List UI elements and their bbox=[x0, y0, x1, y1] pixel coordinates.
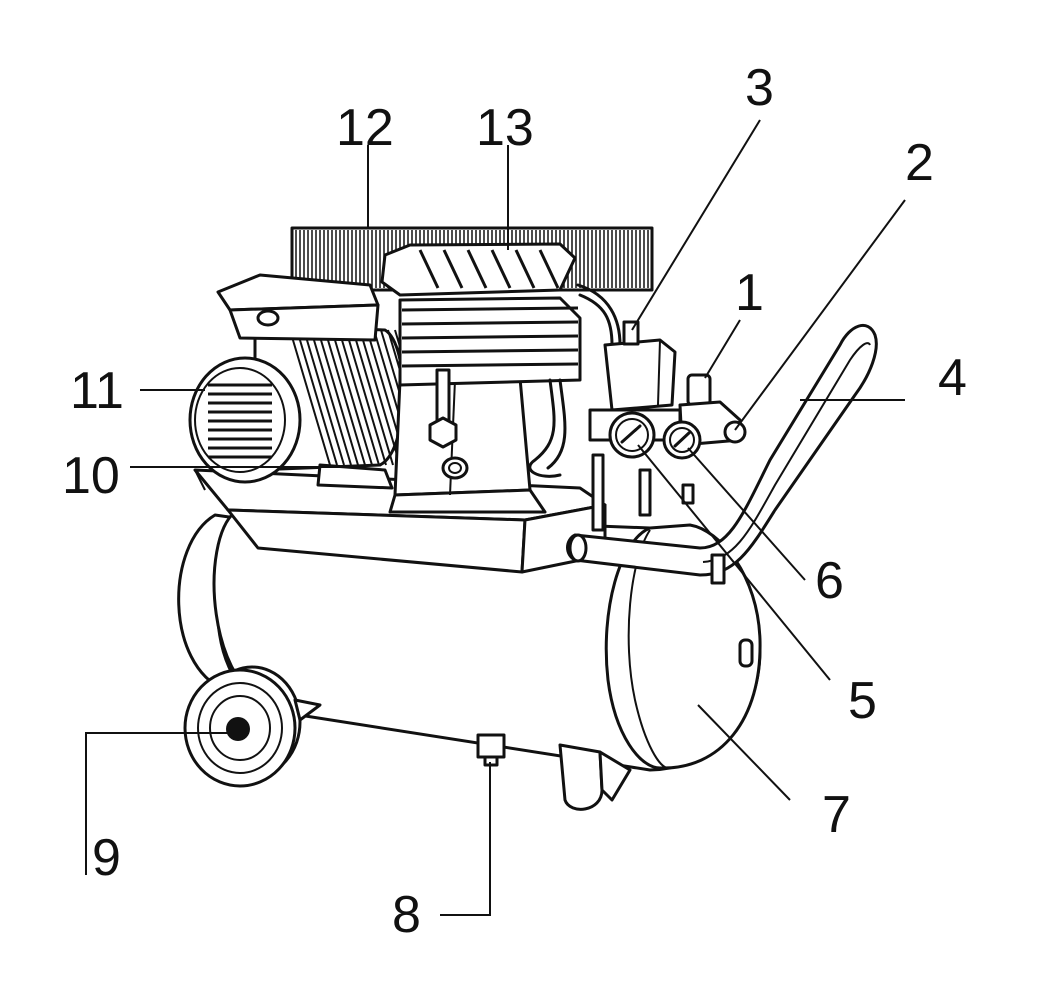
handle bbox=[566, 323, 878, 585]
air-tank bbox=[177, 510, 762, 811]
callout-5: 5 bbox=[848, 672, 877, 730]
pump-head bbox=[380, 242, 622, 514]
callout-3: 3 bbox=[745, 59, 774, 117]
gauges bbox=[591, 411, 702, 532]
wheel bbox=[183, 665, 322, 788]
callout-4: 4 bbox=[938, 349, 967, 407]
motor bbox=[188, 273, 436, 490]
callout-13: 13 bbox=[476, 99, 534, 157]
callout-9: 9 bbox=[92, 829, 121, 887]
callout-1: 1 bbox=[735, 264, 764, 322]
callout-6: 6 bbox=[815, 552, 844, 610]
callout-8: 8 bbox=[392, 886, 421, 944]
callout-labels: 1 2 3 4 5 6 7 8 9 10 11 12 13 bbox=[62, 59, 967, 944]
callout-10: 10 bbox=[62, 447, 120, 505]
callout-12: 12 bbox=[336, 99, 394, 157]
callout-7: 7 bbox=[822, 786, 851, 844]
callout-11: 11 bbox=[70, 362, 124, 420]
leader-lines bbox=[85, 119, 906, 916]
callout-2: 2 bbox=[905, 134, 934, 192]
